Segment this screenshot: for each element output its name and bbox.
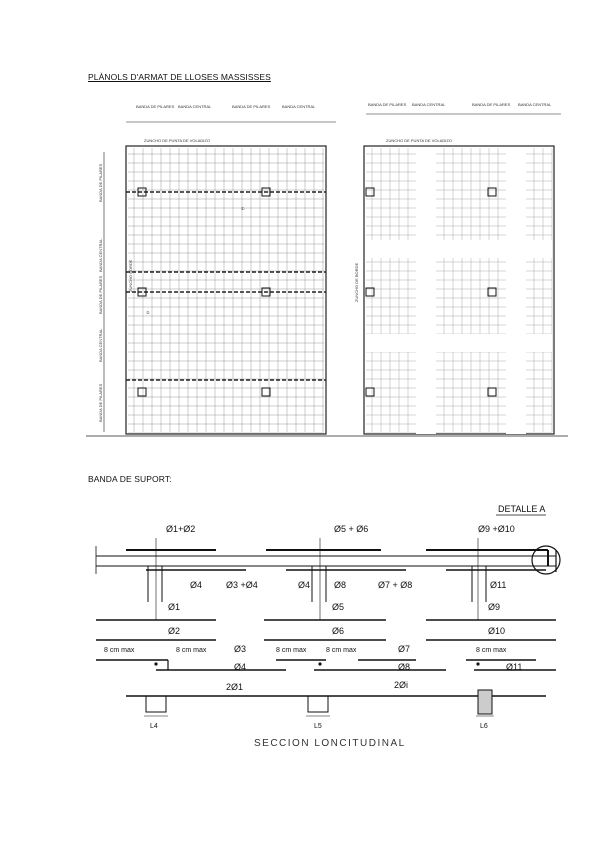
cm-max-label: 8 cm max [326, 647, 357, 654]
section-caption: SECCION LONCITUDINAL [254, 738, 406, 749]
bar-schedule [96, 619, 556, 697]
column-square [261, 187, 271, 197]
bar-label: 2Ø1 [226, 682, 243, 692]
column-square [137, 187, 147, 197]
length-label: L4 [150, 723, 158, 730]
left-side-label: BANDA DE PILARES [98, 383, 103, 422]
top-bar-label: Ø5 + Ø6 [334, 524, 368, 534]
left-top-label: BANDA CENTRAL [178, 104, 212, 109]
column-square [487, 287, 497, 297]
cm-max-label: 8 cm max [176, 647, 207, 654]
length-label: L6 [480, 723, 488, 730]
column-square [137, 387, 147, 397]
right-zuncho-side: ZUNCHO DE BORDE [354, 263, 359, 302]
top-bars [126, 549, 549, 566]
bar-label: Ø4 [190, 580, 202, 590]
right-top-label: BANDA CENTRAL [412, 102, 446, 107]
top-bar-label: Ø9 +Ø10 [478, 524, 515, 534]
left-slab-plan: ZUNCHO DE PUNTA DE VOLADIZO ZUNCHO BORDE… [125, 138, 327, 435]
detail-a-circle [531, 545, 561, 575]
column-footings [144, 689, 494, 717]
marker-1: ① [241, 206, 245, 211]
bar-label: Ø3 +Ø4 [226, 580, 258, 590]
column-square [261, 287, 271, 297]
bar-label: Ø7 [398, 644, 410, 654]
left-zuncho-top: ZUNCHO DE PUNTA DE VOLADIZO [144, 138, 210, 143]
cm-max-label: 8 cm max [104, 647, 135, 654]
columns [147, 566, 487, 602]
column-square [487, 187, 497, 197]
left-plan-side-labels: BANDA DE PILARES BANDA CENTRAL BANDA DE PI… [98, 163, 103, 422]
left-zuncho-side: ZUNCHO BORDE [128, 259, 133, 292]
longitudinal-section-drawing: DETALLE A [95, 504, 561, 749]
column-square [365, 287, 375, 297]
right-top-label: BANDA DE PILARES [472, 102, 511, 107]
plans-heading: PLÀNOLS D'ARMAT DE LLOSES MASSISSES [88, 72, 271, 82]
left-side-label: BANDA DE PILARES [98, 275, 103, 314]
bar-label: Ø6 [332, 626, 344, 636]
left-side-label: BANDA DE PILARES [98, 163, 103, 202]
column-square [261, 387, 271, 397]
column-square [137, 287, 147, 297]
bar-label: Ø11 [490, 580, 506, 590]
right-plan-columns [365, 187, 497, 397]
bar-label: Ø11 [506, 662, 522, 672]
left-side-label: BANDA CENTRAL [98, 238, 103, 272]
bar-label: Ø8 [398, 662, 410, 672]
left-side-label: BANDA CENTRAL [98, 328, 103, 362]
bar-label: Ø5 [332, 602, 344, 612]
marker-2: ② [146, 310, 150, 315]
right-plan-mesh [366, 148, 553, 434]
support-band-heading: BANDA DE SUPORT: [88, 474, 172, 484]
right-top-label: BANDA CENTRAL [518, 102, 552, 107]
bar-label: Ø8 [334, 580, 346, 590]
bar-label: Ø4 [234, 662, 246, 672]
cm-max-label: 8 cm max [476, 647, 507, 654]
bar-label: Ø7 + Ø8 [378, 580, 412, 590]
top-bar-label: Ø1+Ø2 [166, 524, 195, 534]
cm-max-label: 8 cm max [276, 647, 307, 654]
left-top-label: BANDA DE PILARES [232, 104, 271, 109]
bar-label: Ø1 [168, 602, 180, 612]
bar-label: Ø4 [298, 580, 310, 590]
left-plan-columns [137, 187, 271, 397]
column-square [365, 387, 375, 397]
right-top-label: BANDA DE PILARES [368, 102, 407, 107]
bar-label: Ø9 [488, 602, 500, 612]
right-slab-plan: ZUNCHO DE PUNTA DE VOLADIZO ZUNCHO DE BO… [354, 138, 555, 435]
left-top-label: BANDA CENTRAL [282, 104, 316, 109]
left-plan-mesh [126, 148, 326, 434]
bar-label: Ø3 [234, 644, 246, 654]
bar-label: Ø2 [168, 626, 180, 636]
detail-a-label: DETALLE A [498, 504, 545, 514]
column-square [487, 387, 497, 397]
bar-label: 2Øi [394, 680, 408, 690]
left-top-label: BANDA DE PILARES [136, 104, 175, 109]
right-zuncho-top: ZUNCHO DE PUNTA DE VOLADIZO [386, 138, 452, 143]
bar-label: Ø10 [488, 626, 505, 636]
right-plan-top-labels: BANDA DE PILARES BANDA CENTRAL BANDA DE PI… [368, 102, 552, 107]
length-label: L5 [314, 723, 322, 730]
column-square [365, 187, 375, 197]
